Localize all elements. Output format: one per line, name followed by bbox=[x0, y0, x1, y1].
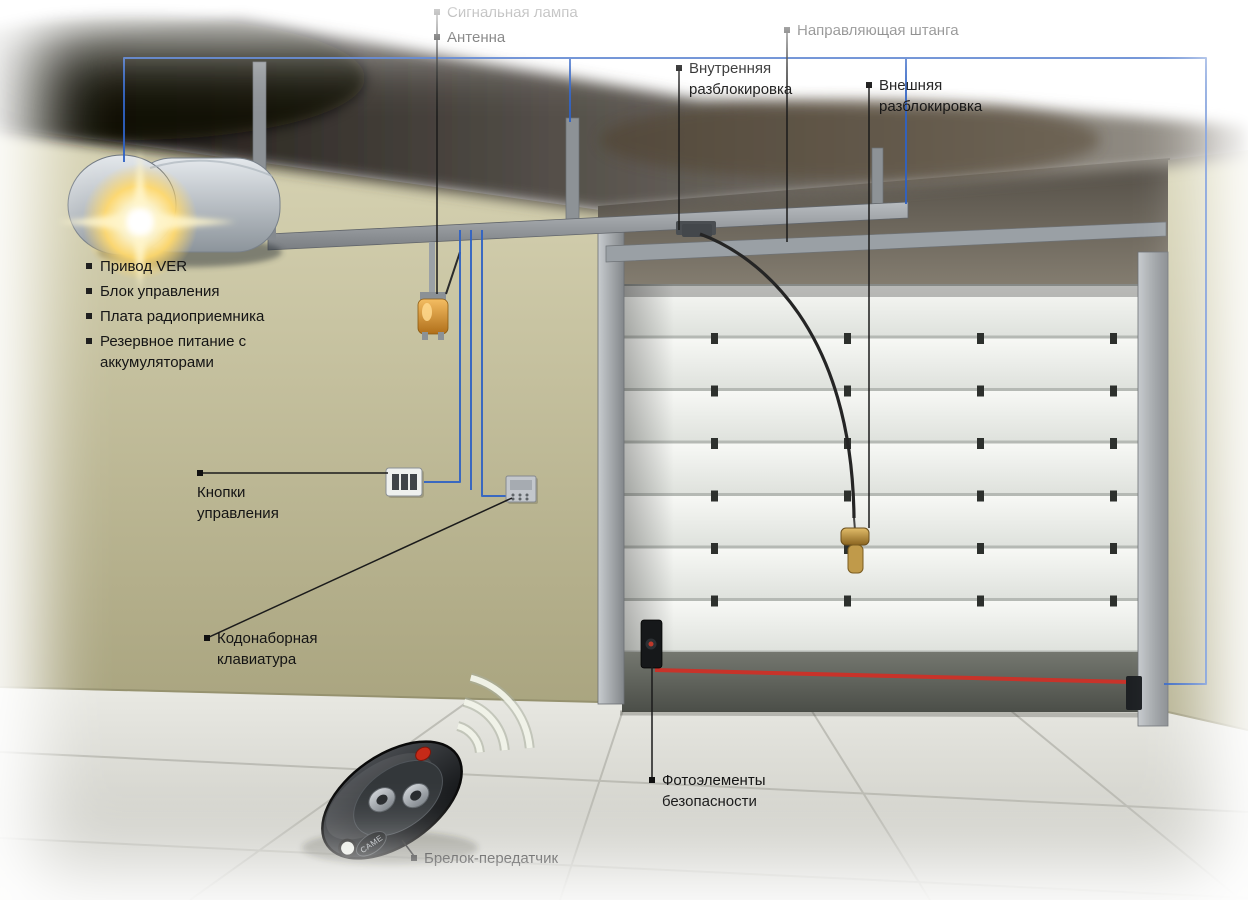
bullet-marker bbox=[784, 27, 790, 33]
label-guide-rail: Направляющая штанга bbox=[784, 20, 959, 41]
bullet-marker bbox=[86, 263, 92, 269]
keyfob-signal-waves bbox=[456, 672, 535, 754]
bullet-marker bbox=[86, 313, 92, 319]
safety-beam bbox=[654, 668, 1131, 684]
release-knob bbox=[847, 544, 864, 574]
label-control-buttons: Кнопки управления bbox=[197, 470, 292, 524]
bullet-marker bbox=[434, 9, 440, 15]
door-left-shadow bbox=[622, 284, 674, 654]
right-post bbox=[1137, 251, 1169, 727]
label-text: Фотоэлементы безопасности bbox=[662, 772, 766, 810]
leader-keypad bbox=[206, 497, 513, 639]
list-item: Привод VER bbox=[86, 256, 286, 277]
label-text: Привод VER bbox=[100, 258, 188, 275]
bullet-marker bbox=[197, 470, 203, 476]
cable-attach bbox=[682, 224, 712, 237]
drive-unit-feature-list: Привод VER Блок управления Плата радиопр… bbox=[86, 256, 286, 377]
photocell-left bbox=[640, 619, 663, 669]
keyfob-remote: CAME bbox=[321, 740, 463, 860]
lamp-cap bbox=[420, 292, 446, 300]
came-badge bbox=[356, 831, 387, 857]
leader-keyfob bbox=[401, 839, 415, 857]
lamp-glow bbox=[422, 303, 432, 321]
label-text: Блок управления bbox=[100, 283, 220, 300]
drive-unit bbox=[58, 150, 282, 292]
antenna-wire bbox=[445, 251, 461, 295]
header-wall bbox=[598, 158, 1170, 292]
door-hinge-marks bbox=[704, 328, 1138, 616]
rail-hanger-2 bbox=[565, 117, 580, 225]
ceiling bbox=[0, 16, 1248, 212]
label-text: Плата радиоприемника bbox=[100, 308, 265, 325]
bullet-marker bbox=[434, 34, 440, 40]
release-handle bbox=[840, 527, 870, 546]
signal-lamp bbox=[417, 242, 461, 340]
label-external-release: Внешняя разблокировка bbox=[866, 75, 989, 117]
wall-floor-junction-right bbox=[1167, 711, 1248, 731]
label-keyfob-transmitter: Брелок-передатчик bbox=[411, 848, 558, 869]
rail-hanger-3 bbox=[871, 147, 884, 209]
label-text: Кнопки управления bbox=[197, 484, 279, 522]
leader-lines bbox=[203, 12, 870, 857]
label-internal-release: Внутренняя разблокировка bbox=[676, 58, 799, 100]
bullet-marker bbox=[649, 777, 655, 783]
right-wall bbox=[1168, 150, 1248, 730]
left-post bbox=[597, 231, 625, 705]
label-text: Сигнальная лампа bbox=[447, 4, 578, 21]
drive-seam bbox=[149, 159, 273, 177]
list-item: Резервное питание с аккумуляторами bbox=[86, 331, 286, 373]
label-safety-photocells: Фотоэлементы безопасности bbox=[649, 770, 802, 812]
label-text: Кодонаборная клавиатура bbox=[217, 630, 318, 668]
wall-floor-junction-left bbox=[0, 686, 601, 703]
bullet-marker bbox=[204, 635, 210, 641]
label-text: Внутренняя разблокировка bbox=[689, 60, 793, 98]
lamp-body bbox=[417, 298, 449, 335]
label-text: Направляющая штанга bbox=[797, 22, 959, 39]
list-item: Блок управления bbox=[86, 281, 286, 302]
bullet-marker bbox=[866, 82, 872, 88]
code-keypad bbox=[505, 475, 538, 504]
label-code-keypad: Кодонаборная клавиатура bbox=[204, 628, 352, 670]
label-text: Внешняя разблокировка bbox=[879, 77, 983, 115]
buttons-panel bbox=[385, 467, 424, 498]
lamp-stem bbox=[429, 242, 435, 298]
bullet-marker bbox=[86, 288, 92, 294]
label-text: Резервное питание с аккумуляторами bbox=[100, 333, 247, 371]
keyfob-led bbox=[415, 746, 432, 762]
ceiling-dark-blob bbox=[0, 16, 365, 140]
bullet-marker bbox=[86, 338, 92, 344]
keyring-hole bbox=[338, 838, 358, 858]
floor-tile-lines bbox=[0, 699, 1248, 900]
door-top-shadow bbox=[622, 284, 1138, 297]
drive-light-flare bbox=[58, 150, 236, 292]
list-item: Плата радиоприемника bbox=[86, 306, 286, 327]
door-threshold-shadow bbox=[619, 710, 1141, 718]
photocell-right bbox=[1126, 676, 1142, 710]
bullet-marker bbox=[411, 855, 417, 861]
label-antenna: Антенна bbox=[434, 27, 505, 48]
release-cable bbox=[682, 224, 870, 574]
label-text: Брелок-передатчик bbox=[424, 850, 559, 867]
garage-door bbox=[619, 284, 1141, 718]
bullet-marker bbox=[676, 65, 682, 71]
label-text: Антенна bbox=[447, 29, 506, 46]
wiring bbox=[123, 57, 1207, 685]
ceiling-brown-smudge bbox=[600, 100, 1100, 180]
door-track bbox=[605, 221, 1167, 263]
label-signal-lamp: Сигнальная лампа bbox=[434, 2, 578, 23]
